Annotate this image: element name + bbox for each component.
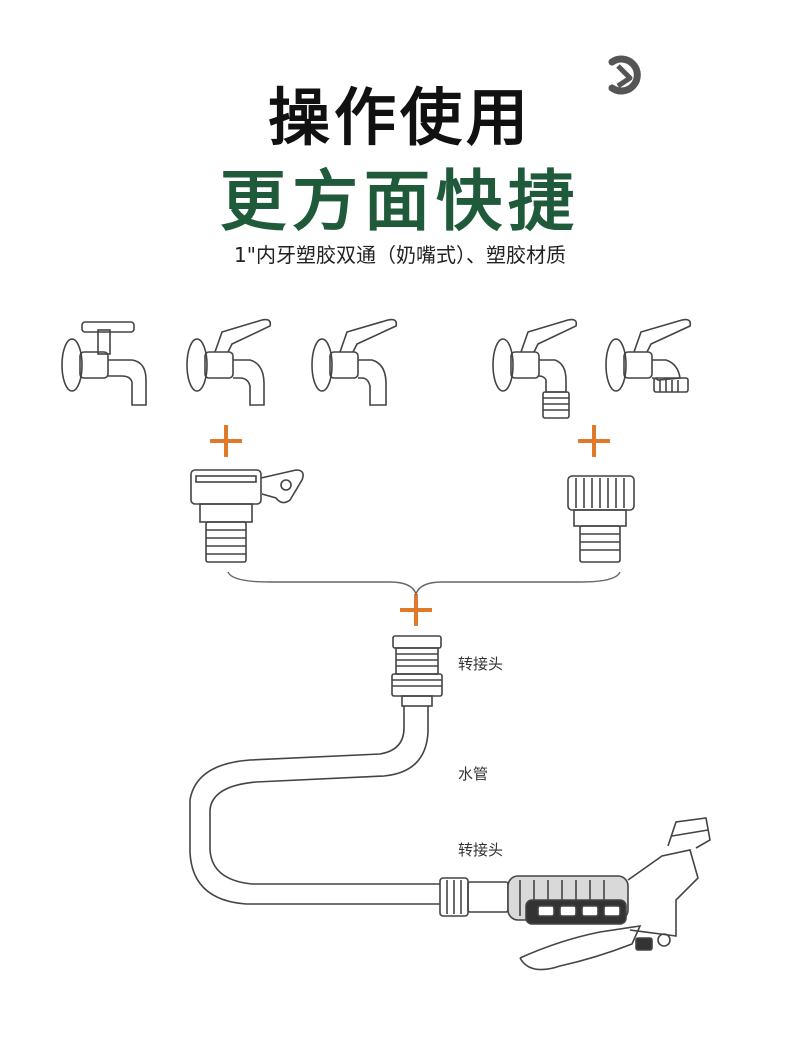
adapter-icon [567,475,635,563]
faucet-icon [186,318,272,406]
hose-icon [189,706,440,905]
connector-icon [391,635,443,707]
page-title: 操作使用 [267,81,532,154]
brace-divider [227,571,621,597]
plus-icon [210,425,242,457]
hose-label: 水管 [458,765,489,783]
bottom-connector-label: 转接头 [458,841,504,859]
faucet-icon [605,318,692,393]
faucet-icon [492,318,578,419]
plus-icon [578,425,610,457]
page-headline: 更方面快捷 [220,163,580,240]
faucet-icon [311,318,398,406]
product-spec-subtitle: 1"内牙塑胶双通（奶嘴式）、塑胶材质 [234,243,566,267]
brand-logo-icon [608,55,641,95]
faucet-icon [61,321,147,406]
adapter-icon [190,469,304,563]
top-connector-label: 转接头 [458,655,504,673]
spray-gun-icon [439,817,711,971]
plus-icon [400,594,432,626]
